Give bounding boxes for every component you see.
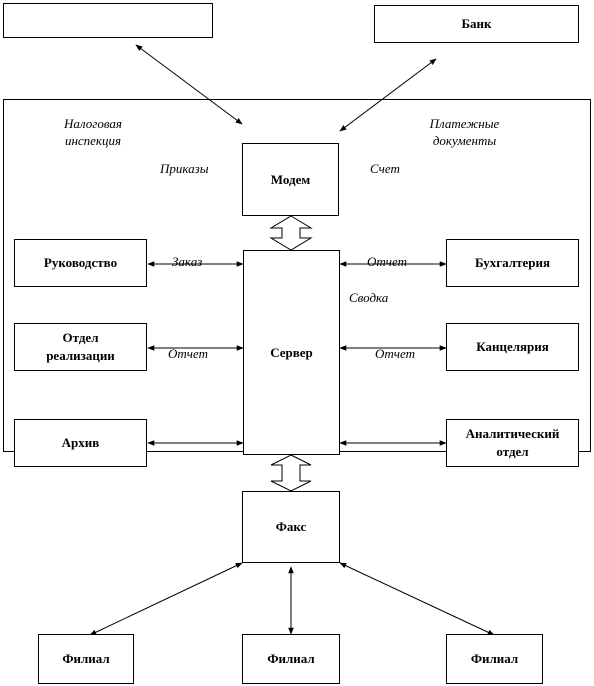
bank-label: Банк [461, 16, 492, 31]
arrow-fax-branch-right [339, 562, 495, 636]
sales-dept-box: Отдел реализации [14, 323, 147, 371]
tax-inspection-label: Налоговая инспекция [48, 115, 138, 149]
bank-box: Банк [374, 5, 579, 43]
fax-box: Факс [242, 491, 340, 563]
analytic-dept-label-line2: отдел [496, 444, 529, 459]
archive-box: Архив [14, 419, 147, 467]
tax-inspection-line2: инспекция [64, 133, 122, 148]
report-sales-label: Отчет [168, 346, 208, 361]
accounting-label: Бухгалтерия [475, 255, 550, 270]
fax-label: Факс [275, 519, 307, 534]
branch-left-box: Филиал [38, 634, 134, 684]
server-box: Сервер [243, 250, 340, 455]
analytic-dept-label-line1: Аналитический [465, 426, 560, 441]
invoice-label: Счет [370, 161, 400, 176]
management-box: Руководство [14, 239, 147, 287]
archive-label: Архив [61, 435, 100, 450]
arrow-bank-modem [339, 58, 437, 132]
analytic-dept-box: Аналитический отдел [446, 419, 579, 467]
summary-label: Сводка [349, 290, 389, 305]
sales-dept-label-line1: Отдел [62, 330, 99, 345]
payment-docs-line2: документы [432, 133, 497, 148]
branch-center-box: Филиал [242, 634, 340, 684]
sales-dept-label-line2: реализации [46, 348, 115, 363]
office-box: Канцелярия [446, 323, 579, 371]
management-label: Руководство [43, 255, 118, 270]
payment-docs-line1: Платежные [429, 116, 500, 131]
order-flow-label: Заказ [172, 254, 203, 269]
report-accounting-label: Отчет [367, 254, 407, 269]
tax-office-box [3, 3, 213, 38]
tax-inspection-line1: Налоговая [64, 116, 122, 131]
accounting-box: Бухгалтерия [446, 239, 579, 287]
arrow-fax-branch-left [89, 562, 243, 636]
report-office-label: Отчет [375, 346, 415, 361]
modem-label: Модем [270, 171, 311, 187]
branch-right-label: Филиал [470, 651, 519, 666]
modem-box: Модем [242, 143, 339, 216]
orders-label: Приказы [160, 161, 209, 176]
branch-left-label: Филиал [62, 651, 110, 666]
hollow-arrow-modem-server [269, 215, 313, 251]
hollow-arrow-server-fax [270, 454, 312, 492]
office-label: Канцелярия [476, 339, 549, 354]
payment-docs-label: Платежные документы [412, 115, 517, 149]
arrow-tax-modem [135, 44, 243, 125]
branch-right-box: Филиал [446, 634, 543, 684]
branch-center-label: Филиал [267, 651, 315, 666]
server-label: Сервер [270, 344, 313, 360]
